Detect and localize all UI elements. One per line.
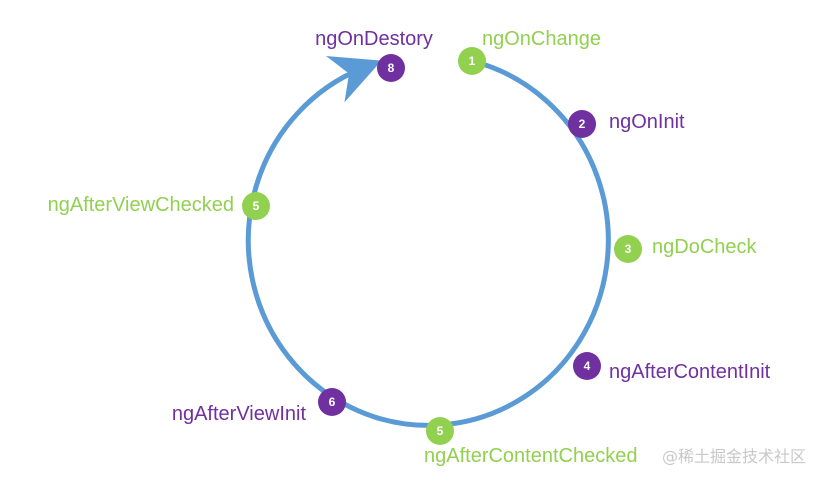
- hook-node-ngafterviewchecked: 5: [242, 192, 270, 220]
- hook-marker-ngonchange: [458, 47, 486, 75]
- hook-marker-ngaftercontentinit: [573, 352, 601, 380]
- hook-label-ngaftercontentinit: ngAfterContentInit: [609, 361, 771, 383]
- hook-marker-ngafterviewinit: [318, 388, 346, 416]
- hook-label-ngoninit: ngOnInit: [609, 111, 685, 133]
- hook-number-ngondestory: 8: [388, 61, 395, 75]
- hook-label-ngaftercontentchecked: ngAfterContentChecked: [424, 445, 637, 467]
- hook-label-ngafterviewchecked: ngAfterViewChecked: [48, 194, 234, 216]
- hook-number-ngafterviewchecked: 5: [253, 199, 260, 213]
- hook-number-ngafterviewinit: 6: [329, 395, 336, 409]
- hook-label-ngondestory: ngOnDestory: [315, 28, 433, 50]
- hook-label-ngafterviewinit: ngAfterViewInit: [172, 403, 307, 425]
- hook-label-ngonchange: ngOnChange: [482, 28, 601, 50]
- hook-label-ngdocheck: ngDoCheck: [652, 236, 758, 258]
- hook-node-ngafterviewinit: 6: [318, 388, 346, 416]
- hook-node-ngaftercontentinit: 4: [573, 352, 601, 380]
- hook-number-ngaftercontentinit: 4: [584, 359, 591, 373]
- hook-node-ngaftercontentchecked: 5: [426, 417, 454, 445]
- hook-number-ngdocheck: 3: [625, 242, 632, 256]
- hook-marker-ngaftercontentchecked: [426, 417, 454, 445]
- hook-node-ngdocheck: 3: [614, 235, 642, 263]
- hook-number-ngonchange: 1: [469, 54, 476, 68]
- hook-marker-ngondestory: [377, 54, 405, 82]
- hook-number-ngoninit: 2: [579, 117, 586, 131]
- hook-marker-ngoninit: [568, 110, 596, 138]
- hook-marker-ngdocheck: [614, 235, 642, 263]
- hook-number-ngaftercontentchecked: 5: [437, 424, 444, 438]
- lifecycle-cycle-arc: [245, 56, 611, 428]
- watermark-text: @稀土掘金技术社区: [662, 447, 806, 466]
- hook-node-ngoninit: 2: [568, 110, 596, 138]
- hook-marker-ngafterviewchecked: [242, 192, 270, 220]
- hook-node-ngondestory: 8: [377, 54, 405, 82]
- hook-node-ngonchange: 1: [458, 47, 486, 75]
